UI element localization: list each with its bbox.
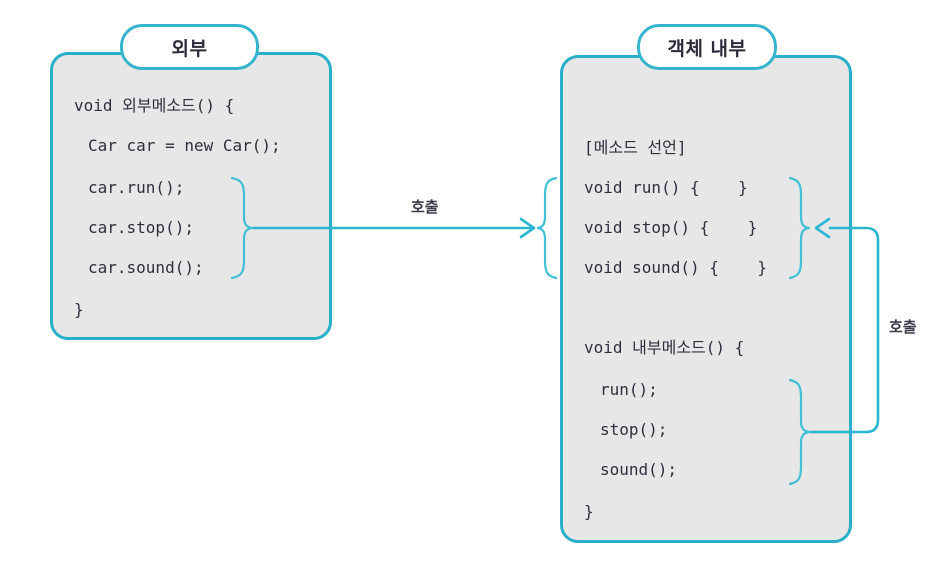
code-line-external-2: car.run(); bbox=[88, 178, 185, 197]
tab-internal: 객체 내부 bbox=[637, 24, 777, 70]
code-line-internal-8: } bbox=[584, 502, 594, 521]
code-line-internal-1: void run() { } bbox=[584, 178, 748, 197]
label-call-external: 호출 bbox=[411, 198, 439, 216]
label-call-internal: 호출 bbox=[889, 318, 917, 336]
code-line-external-0: void 외부메소드() { bbox=[74, 96, 235, 115]
code-line-internal-4: void 내부메소드() { bbox=[584, 338, 745, 357]
tab-internal-label: 객체 내부 bbox=[667, 37, 747, 60]
brace-internal-declarations-left bbox=[536, 176, 558, 280]
code-line-internal-0: [메소드 선언] bbox=[584, 138, 687, 157]
code-line-external-1: Car car = new Car(); bbox=[88, 136, 281, 155]
code-line-internal-5: run(); bbox=[600, 380, 658, 399]
panel-external bbox=[50, 52, 332, 340]
code-line-internal-3: void sound() { } bbox=[584, 258, 768, 277]
code-line-external-4: car.sound(); bbox=[88, 258, 204, 277]
tab-external: 외부 bbox=[120, 24, 259, 70]
code-line-external-3: car.stop(); bbox=[88, 218, 194, 237]
code-line-internal-7: sound(); bbox=[600, 460, 678, 479]
code-line-internal-2: void stop() { } bbox=[584, 218, 758, 237]
code-line-internal-6: stop(); bbox=[600, 420, 668, 439]
code-line-external-5: } bbox=[74, 300, 84, 319]
tab-external-label: 외부 bbox=[171, 37, 208, 60]
